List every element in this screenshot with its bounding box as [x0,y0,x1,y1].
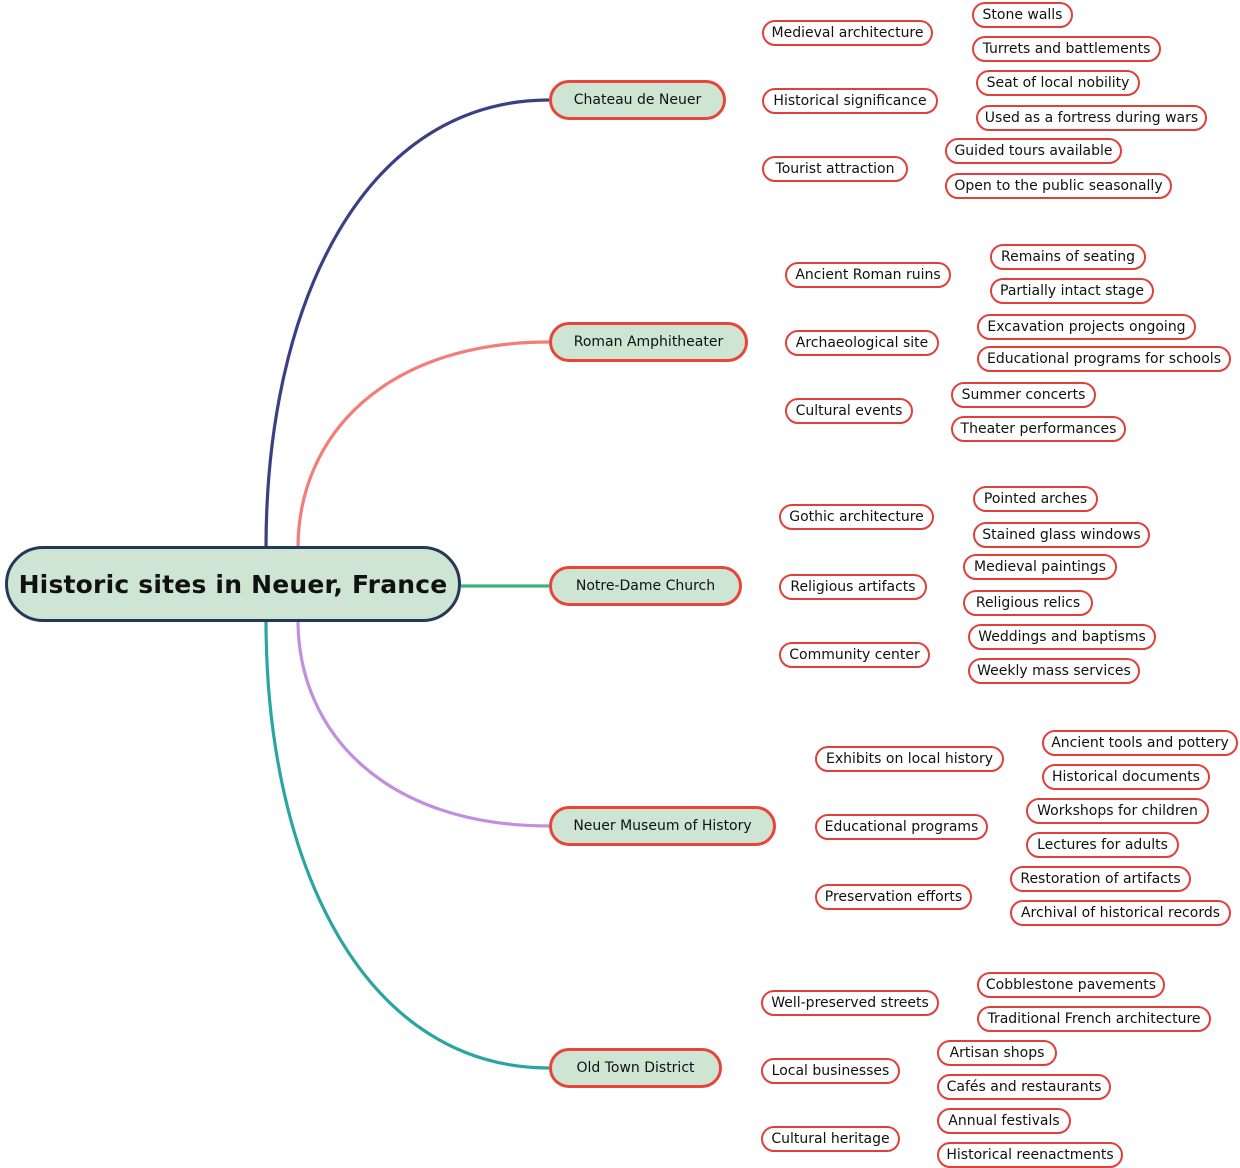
leaf-traditional-french-architecture[interactable]: Traditional French architecture [977,1006,1211,1032]
subtopic-archaeological-site[interactable]: Archaeological site [785,330,939,356]
subtopic-local-businesses[interactable]: Local businesses [761,1058,900,1084]
leaf-weekly-mass-services[interactable]: Weekly mass services [968,658,1140,684]
topic-chateau-de-neuer[interactable]: Chateau de Neuer [549,80,726,120]
leaf-partially-intact-stage[interactable]: Partially intact stage [990,278,1154,304]
leaf-used-as-fortress[interactable]: Used as a fortress during wars [976,105,1207,131]
leaf-remains-of-seating[interactable]: Remains of seating [990,244,1146,270]
leaf-pointed-arches[interactable]: Pointed arches [973,486,1098,512]
connector-root-0 [264,98,550,549]
subtopic-tourist-attraction[interactable]: Tourist attraction [762,156,908,182]
subtopic-historical-significance[interactable]: Historical significance [762,88,938,114]
subtopic-well-preserved-streets[interactable]: Well-preserved streets [761,990,939,1016]
leaf-cafes-and-restaurants[interactable]: Cafés and restaurants [937,1074,1111,1100]
leaf-turrets-and-battlements[interactable]: Turrets and battlements [972,36,1161,62]
subtopic-gothic-architecture[interactable]: Gothic architecture [779,504,934,530]
connector-root-3 [296,619,550,828]
leaf-summer-concerts[interactable]: Summer concerts [951,382,1096,408]
leaf-historical-reenactments[interactable]: Historical reenactments [937,1142,1123,1168]
leaf-stained-glass-windows[interactable]: Stained glass windows [973,522,1150,548]
leaf-excavation-projects[interactable]: Excavation projects ongoing [977,314,1196,340]
leaf-workshops-for-children[interactable]: Workshops for children [1026,798,1209,824]
subtopic-cultural-events[interactable]: Cultural events [785,398,913,424]
leaf-archival-historical-records[interactable]: Archival of historical records [1010,900,1231,926]
subtopic-exhibits-local-history[interactable]: Exhibits on local history [815,746,1004,772]
leaf-guided-tours-available[interactable]: Guided tours available [945,138,1122,164]
leaf-stone-walls[interactable]: Stone walls [972,2,1073,28]
subtopic-ancient-roman-ruins[interactable]: Ancient Roman ruins [785,262,951,288]
leaf-cobblestone-pavements[interactable]: Cobblestone pavements [977,972,1165,998]
subtopic-religious-artifacts[interactable]: Religious artifacts [779,574,927,600]
connector-root-1 [296,340,550,549]
topic-neuer-museum-of-history[interactable]: Neuer Museum of History [549,806,776,846]
connector-root-4 [264,619,550,1070]
leaf-weddings-and-baptisms[interactable]: Weddings and baptisms [968,624,1156,650]
leaf-seat-of-local-nobility[interactable]: Seat of local nobility [976,70,1140,96]
leaf-restoration-of-artifacts[interactable]: Restoration of artifacts [1010,866,1191,892]
topic-notre-dame-church[interactable]: Notre-Dame Church [549,566,742,606]
leaf-lectures-for-adults[interactable]: Lectures for adults [1026,832,1179,858]
leaf-artisan-shops[interactable]: Artisan shops [937,1040,1057,1066]
topic-old-town-district[interactable]: Old Town District [549,1048,722,1088]
leaf-religious-relics[interactable]: Religious relics [963,590,1093,616]
leaf-medieval-paintings[interactable]: Medieval paintings [963,554,1117,580]
leaf-educational-programs-schools[interactable]: Educational programs for schools [977,346,1231,372]
topic-roman-amphitheater[interactable]: Roman Amphitheater [549,322,748,362]
leaf-historical-documents[interactable]: Historical documents [1042,764,1210,790]
leaf-theater-performances[interactable]: Theater performances [951,416,1126,442]
leaf-annual-festivals[interactable]: Annual festivals [937,1108,1071,1134]
leaf-ancient-tools-pottery[interactable]: Ancient tools and pottery [1042,730,1238,756]
subtopic-preservation-efforts[interactable]: Preservation efforts [815,884,972,910]
subtopic-educational-programs[interactable]: Educational programs [815,814,988,840]
subtopic-medieval-architecture[interactable]: Medieval architecture [762,20,933,46]
leaf-open-seasonally[interactable]: Open to the public seasonally [945,173,1172,199]
root-topic[interactable]: Historic sites in Neuer, France [5,546,461,622]
subtopic-cultural-heritage[interactable]: Cultural heritage [761,1126,900,1152]
subtopic-community-center[interactable]: Community center [779,642,930,668]
